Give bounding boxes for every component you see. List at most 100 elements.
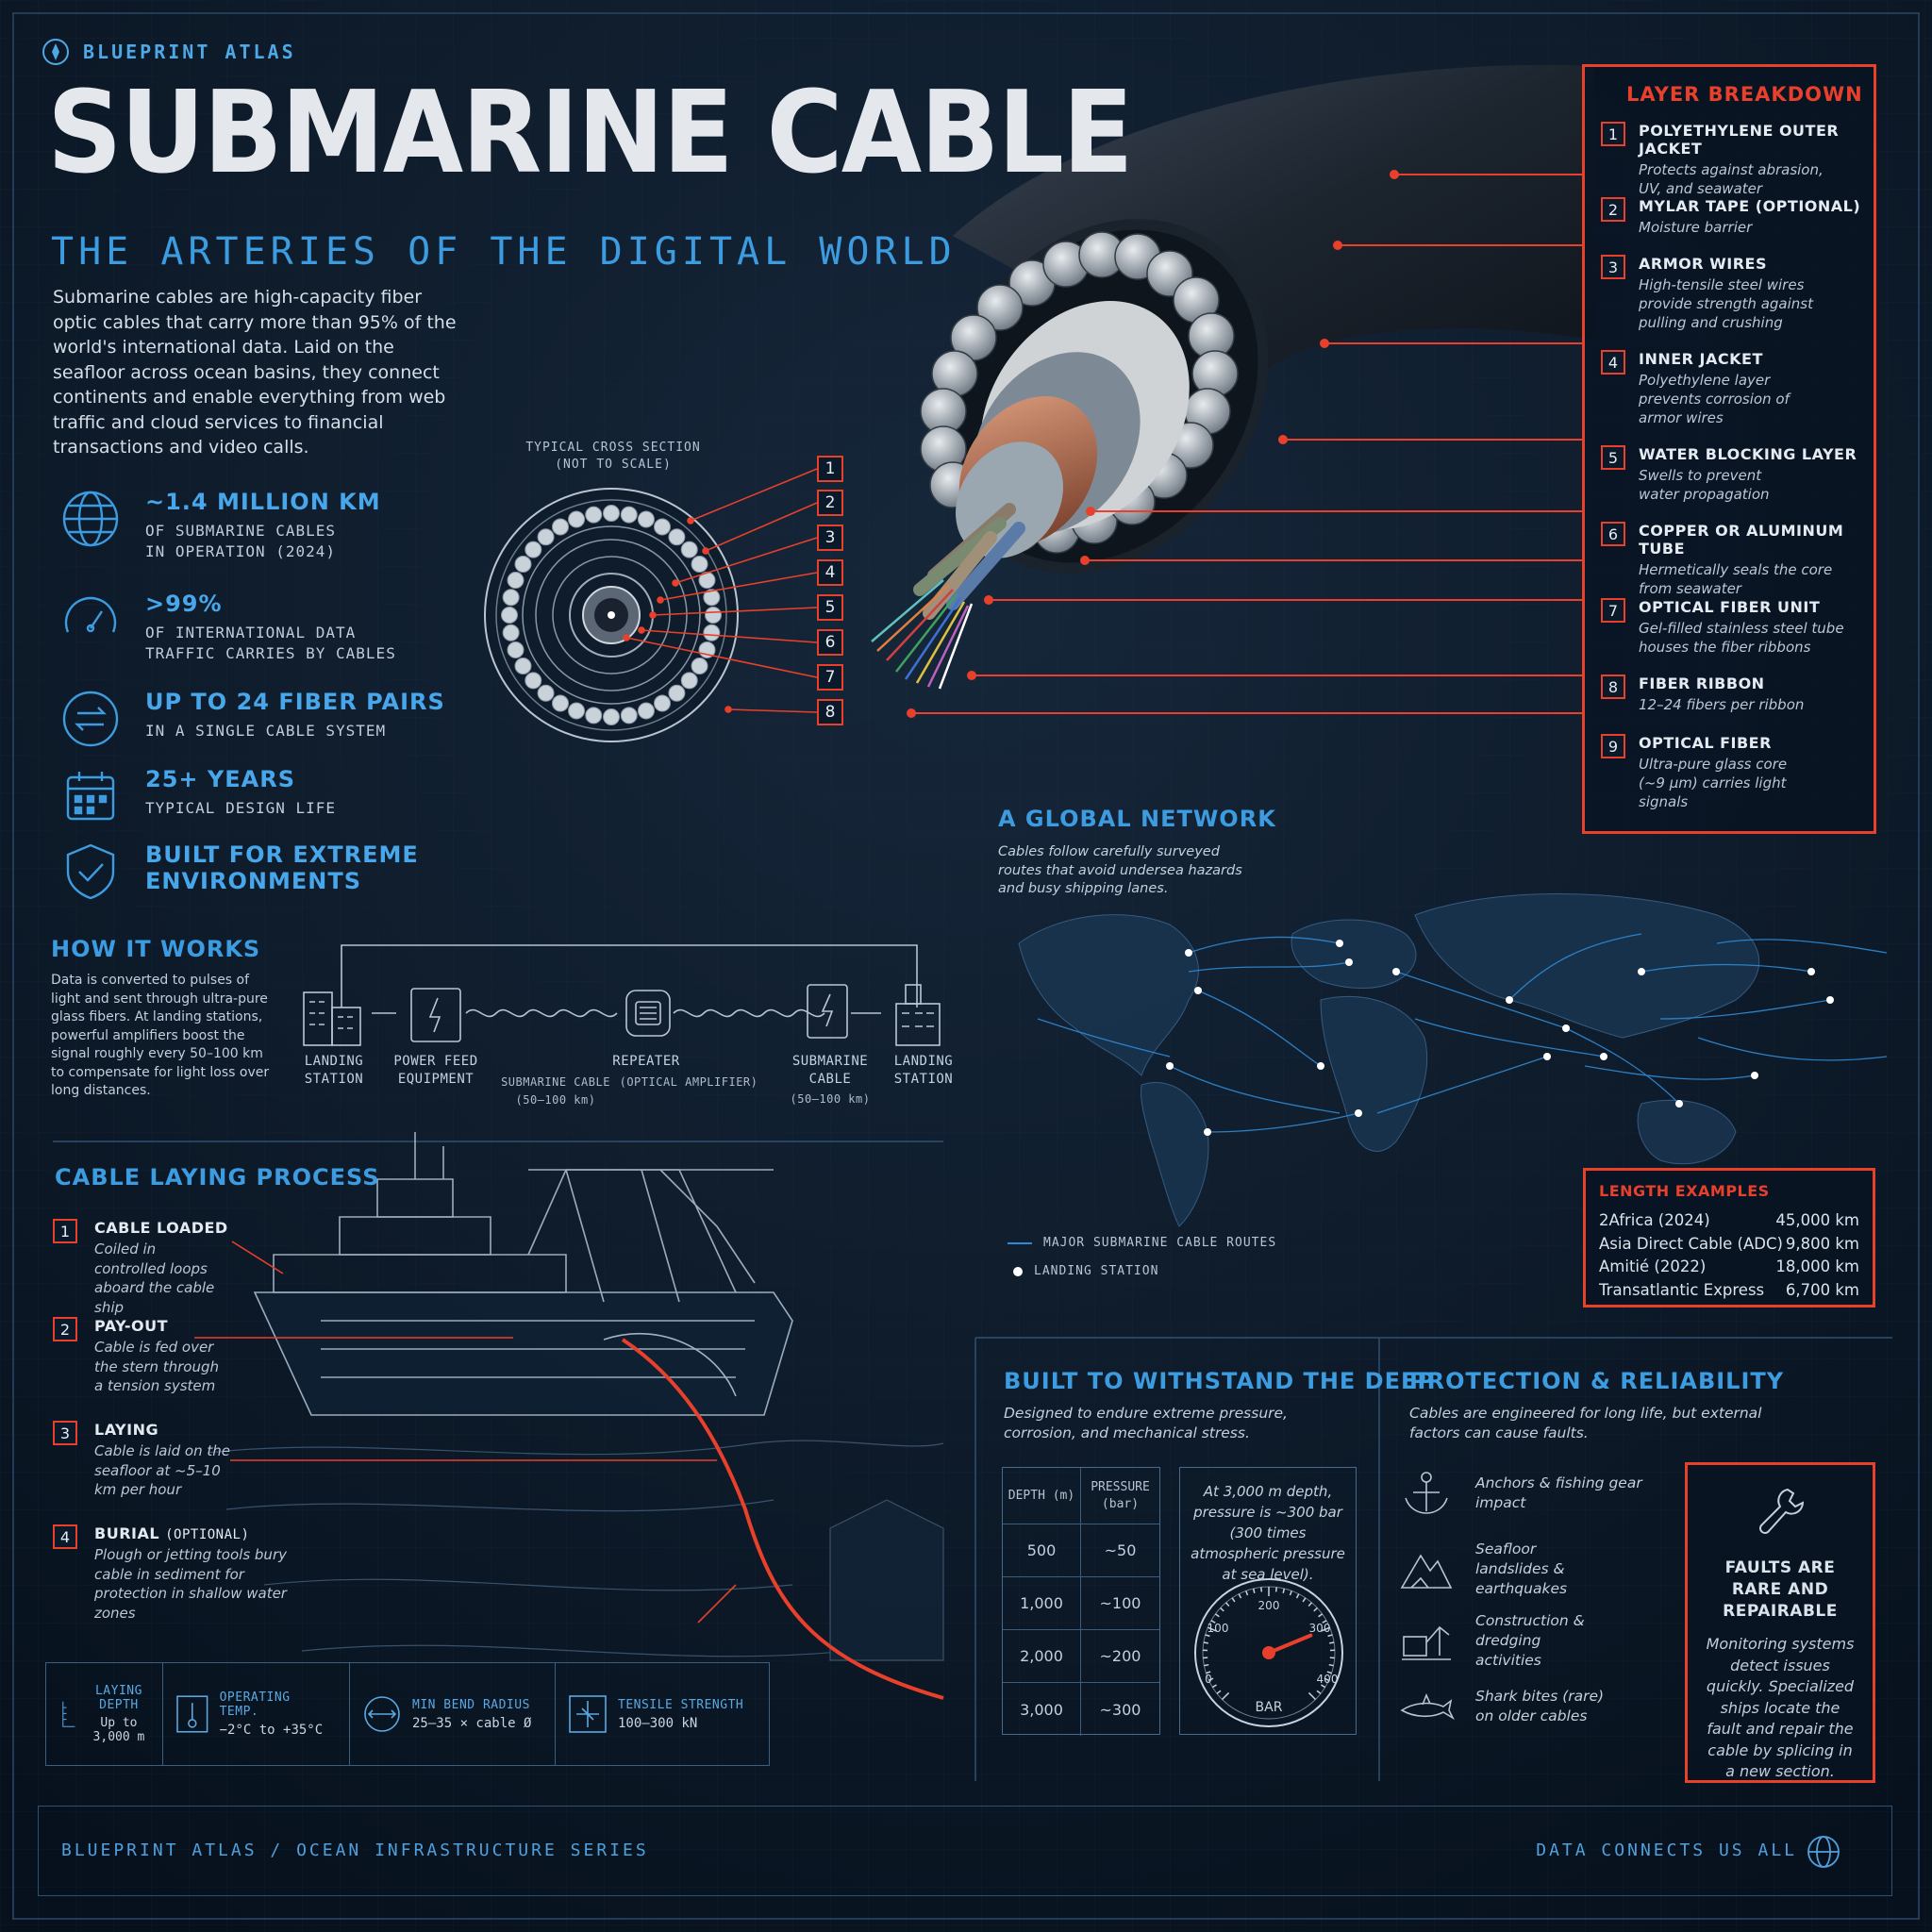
layer-desc: Ultra-pure glass core (~9 μm) carries li… — [1639, 756, 1788, 810]
spec-label: MIN BEND RADIUS — [412, 1697, 530, 1712]
page-subtitle: THE ARTERIES OF THE DIGITAL WORLD — [51, 230, 957, 274]
laying-step: 4 BURIAL (OPTIONAL)Plough or jetting too… — [53, 1524, 292, 1623]
length-value: 45,000 km — [1775, 1211, 1859, 1229]
gauge-hub — [1262, 1646, 1275, 1659]
spec-label: TENSILE STRENGTH — [618, 1697, 744, 1712]
gauge-tick — [1231, 1597, 1236, 1603]
table-cell: 3,000 — [1003, 1683, 1081, 1736]
armor-wire-dot — [585, 506, 603, 524]
length-value: 9,800 km — [1785, 1234, 1859, 1253]
gauge-tick — [1324, 1677, 1329, 1681]
layer-title: MYLAR TAPE (OPTIONAL) — [1639, 197, 1861, 215]
length-row: Amitié (2022)18,000 km — [1599, 1256, 1859, 1279]
layer-breakdown-title: LAYER BREAKDOWN — [1626, 83, 1863, 106]
stat-line: IN OPERATION (2024) — [145, 542, 337, 560]
gauge-tick — [1203, 1641, 1208, 1644]
globe-icon — [62, 491, 119, 547]
spec-value: 25–35 × cable Ø — [412, 1715, 532, 1731]
length-row: 2Africa (2024) 45,000 km — [1599, 1209, 1859, 1233]
armor-wire-dot — [585, 707, 603, 724]
cs-number: 6 — [817, 629, 843, 656]
armor-wire-dot — [680, 672, 698, 690]
hiw-label-power: POWER FEED EQUIPMENT — [393, 1054, 478, 1087]
spec-value: Up to 3,000 m — [92, 1716, 145, 1744]
table-cell: 500 — [1003, 1524, 1081, 1576]
layer-item: 2 MYLAR TAPE (OPTIONAL)Moisture barrier — [1601, 197, 1874, 237]
hazard-text: Anchors & fishing gear impact — [1475, 1474, 1642, 1511]
armor-wire-dot — [691, 556, 708, 573]
spec-tensile: TENSILE STRENGTH 100–300 kN — [556, 1663, 768, 1765]
gauge-tick — [1221, 1691, 1230, 1701]
length-value: 18,000 km — [1775, 1257, 1859, 1275]
stat-line: TRAFFIC CARRIES BY CABLES — [145, 644, 396, 662]
speedometer-icon — [64, 596, 117, 633]
armor-wire-dot — [703, 624, 721, 641]
gauge-tick — [1328, 1663, 1334, 1667]
gauge-tick — [1245, 1591, 1249, 1596]
layer-desc: Gel-filled stainless steel tube houses t… — [1639, 620, 1844, 656]
hiw-desc: Data is converted to pulses of light and… — [51, 973, 270, 1098]
gauge-tick — [1274, 1587, 1277, 1592]
cross-section-diagram — [484, 488, 739, 742]
table-row: 500~50 — [1003, 1524, 1159, 1577]
armor-wire-dot — [507, 572, 525, 590]
gauge-tick — [1282, 1588, 1286, 1593]
gauge-tick — [1211, 1684, 1217, 1689]
layer-number: 6 — [1601, 522, 1625, 546]
gauge-tick-label: 200 — [1258, 1599, 1280, 1612]
armor-wire-dot — [668, 528, 686, 546]
step-title-text: LAYING — [94, 1421, 159, 1439]
gauge-tick — [1214, 1613, 1220, 1618]
stat-design-life: 25+ YEARS TYPICAL DESIGN LIFE — [60, 766, 336, 826]
spec-temp: OPERATING TEMP.−2°C to +35°C — [163, 1663, 350, 1765]
fault-title: FAULTS ARE RARE AND REPAIRABLE — [1723, 1558, 1838, 1621]
armor-wire-dot — [620, 506, 638, 524]
step-number: 4 — [53, 1524, 77, 1549]
cs-number: 8 — [817, 699, 843, 725]
spec-bend: MIN BEND RADIUS 25–35 × cable Ø — [350, 1663, 556, 1765]
gauge-needle — [1267, 1633, 1313, 1655]
stat-headline: UP TO 24 FIBER PAIRS — [145, 689, 445, 715]
gauge-tick — [1307, 1602, 1313, 1607]
gauge-tick — [1220, 1607, 1224, 1612]
armor-wire-dot — [501, 607, 518, 624]
power-feed-icon — [410, 988, 461, 1042]
length-name: 2Africa (2024) — [1599, 1211, 1710, 1229]
laid-cable-path — [621, 1338, 944, 1700]
layer-desc: Protects against abrasion, UV, and seawa… — [1639, 161, 1824, 197]
hazard-text: Seafloor landslides & earthquakes — [1475, 1541, 1568, 1597]
armor-wire-dot — [705, 607, 722, 624]
armor-wire-dot — [620, 707, 638, 724]
hiw-label-sub2-len: (50–100 km) — [790, 1092, 871, 1106]
step-desc: Cable is laid on the seafloor at ~5–10 k… — [94, 1442, 230, 1498]
brand-label: BLUEPRINT ATLAS — [83, 41, 296, 63]
layer-desc: Hermetically seals the core from seawate… — [1639, 561, 1833, 597]
cs-title-2: (NOT TO SCALE) — [555, 458, 672, 472]
stat-line: TYPICAL DESIGN LIFE — [145, 799, 337, 817]
footer-globe-icon — [1807, 1836, 1840, 1868]
gauge-tick — [1289, 1591, 1292, 1596]
armor-wire-dot — [668, 684, 686, 702]
armor-wire-dot — [568, 702, 586, 720]
step-title-optional: (OPTIONAL) — [165, 1527, 250, 1542]
hazard-item: Seafloor landslides & earthquakes — [1398, 1540, 1607, 1599]
layer-desc: Swells to prevent water propagation — [1639, 467, 1770, 503]
stat-headline: BUILT FOR EXTREME — [145, 841, 419, 868]
hiw-label-repeater-sub: (OPTICAL AMPLIFIER) — [619, 1075, 758, 1089]
pressure-gauge: 0 100 200 300 400 BAR — [1194, 1578, 1343, 1727]
spec-value: 100–300 kN — [618, 1715, 698, 1731]
table-row: 3,000~300 — [1003, 1683, 1159, 1736]
table-row: 2,000~200 — [1003, 1630, 1159, 1683]
hazard-text: Construction & dredging activities — [1475, 1612, 1585, 1669]
step-title: CABLE LOADED — [94, 1219, 228, 1237]
power-feed-icon-2 — [807, 984, 848, 1039]
spec-label: LAYING DEPTH — [94, 1684, 142, 1712]
